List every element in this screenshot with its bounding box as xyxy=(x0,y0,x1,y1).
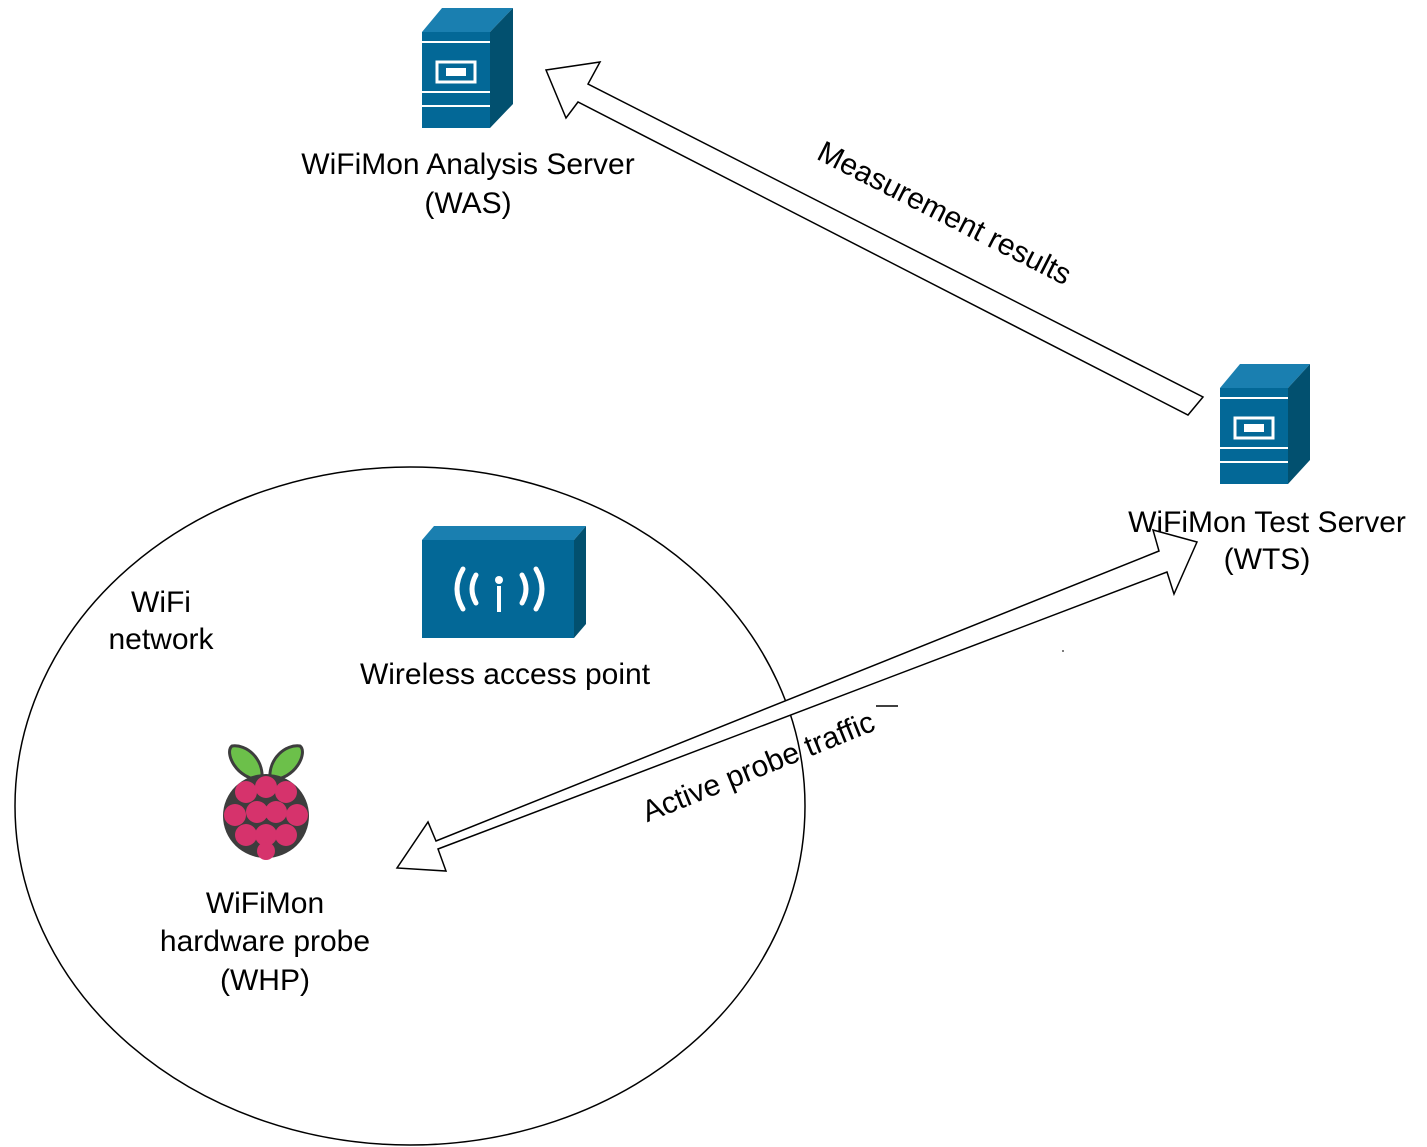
raspberry-pi-icon xyxy=(223,744,309,860)
whp-label-line1: WiFiMon xyxy=(206,887,324,920)
was-label-line2: (WAS) xyxy=(424,187,511,220)
was-label-line1: WiFiMon Analysis Server xyxy=(301,148,634,181)
whp-label-line2: hardware probe xyxy=(160,925,370,958)
access-point-label: Wireless access point xyxy=(360,658,651,691)
was-server-icon xyxy=(422,8,513,128)
wts-server-icon xyxy=(1220,364,1310,484)
network-label-line2: network xyxy=(108,623,214,656)
active-probe-traffic-arrow xyxy=(395,528,1199,872)
measurement-results-arrow xyxy=(544,61,1205,416)
whp-label-line3: (WHP) xyxy=(220,964,310,997)
wifi-network-boundary xyxy=(14,466,806,1146)
wireless-access-point-icon xyxy=(422,526,586,638)
network-label-line1: WiFi xyxy=(131,586,191,619)
wts-label-line1: WiFiMon Test Server xyxy=(1128,506,1406,539)
stray-dot xyxy=(1062,650,1064,652)
wts-label-line2: (WTS) xyxy=(1224,543,1311,576)
